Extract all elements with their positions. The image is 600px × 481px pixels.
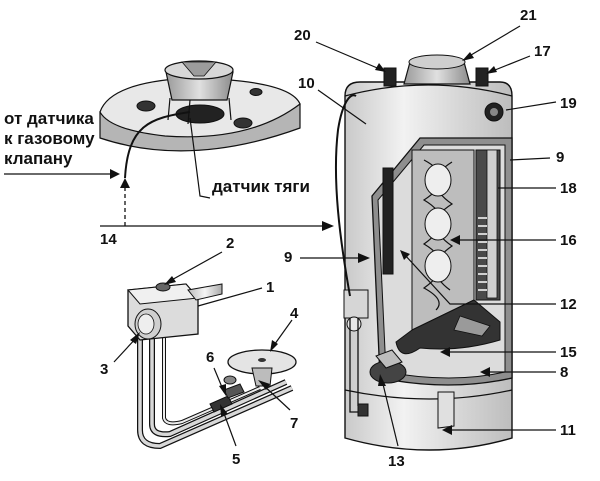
callout-14: 14 [100, 231, 117, 248]
valve-top-button [155, 282, 171, 292]
flue-baffle [422, 159, 454, 311]
callout-17: 17 [534, 43, 551, 60]
from-sensor-label-line2: к газовому [4, 129, 95, 148]
plate-hole-right [233, 117, 253, 129]
callout-3: 3 [100, 361, 108, 378]
pilot-burner-body [251, 367, 273, 387]
callout-15: 15 [560, 344, 577, 361]
callout-19: 19 [560, 95, 577, 112]
callout-12: 12 [560, 296, 577, 313]
callout-21: 21 [520, 7, 537, 24]
callout-2: 2 [226, 235, 234, 252]
plate-hole-top [249, 88, 263, 96]
callout-numbers: 21 20 17 10 19 9 18 16 12 15 8 11 13 14 … [100, 7, 577, 470]
callout-9-right: 9 [556, 149, 564, 166]
gas-valve-mounted [343, 289, 369, 319]
thermocouple-tube-inner [163, 338, 261, 425]
callout-7: 7 [290, 415, 298, 432]
hot-water-outlet-pipe [383, 67, 397, 87]
callout-8: 8 [560, 364, 568, 381]
combustion-chamber [395, 299, 501, 355]
hood-leg-2 [228, 97, 232, 121]
callout-leaders [113, 25, 557, 447]
anode-rod [486, 149, 498, 299]
flue-outlet-top [408, 54, 466, 70]
pilot-tube-inner [150, 338, 287, 437]
burner-cap [375, 349, 403, 369]
pilot-nozzle-fitting [223, 383, 245, 399]
callout-5: 5 [232, 451, 240, 468]
valve-control-knob-face [137, 313, 155, 335]
gas-valve-assembly [126, 282, 297, 450]
pilot-burner-center [258, 358, 266, 362]
chamber-highlight [453, 315, 491, 337]
draft-sensor-assembly [99, 60, 301, 179]
arrow-14-head [322, 221, 334, 231]
sensor-wire [124, 111, 191, 179]
gas-supply-tubes-inner [138, 338, 293, 448]
fitting-ring [223, 375, 237, 385]
arrow-from-sensor-head [110, 169, 120, 179]
from-sensor-label-line3: клапану [4, 149, 73, 168]
valve-output-pipe [187, 283, 223, 301]
callout-13: 13 [388, 453, 405, 470]
thermocouple-wire [334, 94, 357, 297]
cold-water-inlet-pipe [475, 67, 489, 87]
relief-valve-inner [490, 108, 498, 116]
valve-base [357, 403, 369, 417]
callout-1: 1 [266, 279, 274, 296]
callout-18: 18 [560, 180, 577, 197]
callout-16: 16 [560, 232, 577, 249]
from-sensor-label-line1: от датчика [4, 109, 94, 128]
callout-20: 20 [294, 27, 311, 44]
dip-tube [382, 167, 394, 275]
heater-bottom-line [344, 389, 513, 400]
leader-draft-sensor [189, 117, 211, 199]
heat-fins [478, 217, 487, 291]
heater-top-rim [344, 84, 513, 97]
thermocouple-connector [209, 395, 233, 413]
callout-4: 4 [290, 305, 299, 322]
callout-6: 6 [206, 349, 214, 366]
plate-hole-left [136, 100, 156, 112]
dashed-link-14-head [120, 178, 130, 188]
water-heater-body [334, 54, 513, 451]
callout-10: 10 [298, 75, 315, 92]
access-panel [437, 391, 455, 429]
draft-sensor-label: датчик тяги [212, 177, 310, 196]
draft-hood-inner [181, 61, 217, 77]
valve-knob-mounted [346, 316, 362, 332]
callout-11: 11 [560, 422, 576, 439]
callout-9-left: 9 [284, 249, 292, 266]
